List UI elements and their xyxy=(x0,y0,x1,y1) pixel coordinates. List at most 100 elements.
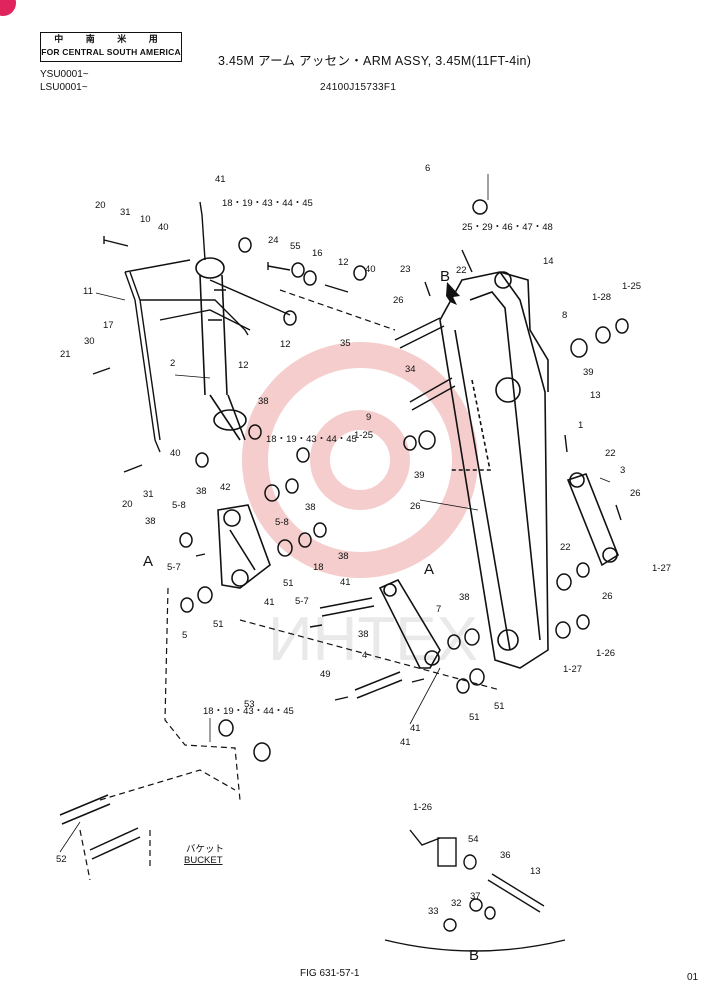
callout-label: 41 xyxy=(410,723,421,734)
direction-arrow-b xyxy=(446,282,460,305)
detail-marker-b: B xyxy=(469,947,479,964)
callout-label: 7 xyxy=(436,604,441,615)
callout-label: 18・19・43・44・45 xyxy=(266,434,357,445)
callout-label: 41 xyxy=(340,577,351,588)
callout-label: 41 xyxy=(400,737,411,748)
arm-body xyxy=(439,271,549,669)
callout-label: 12 xyxy=(238,360,249,371)
detail-b xyxy=(384,829,566,952)
callout-label: 40 xyxy=(365,264,376,275)
link-part-3 xyxy=(566,472,619,567)
callout-label: 1-26 xyxy=(596,648,615,659)
callout-label: 34 xyxy=(405,364,416,375)
callout-label: 53 xyxy=(244,699,255,710)
callout-label: 52 xyxy=(56,854,67,865)
callout-label: 5-8 xyxy=(172,500,186,511)
bucket-label-en: BUCKET xyxy=(184,855,223,866)
callout-label: 22 xyxy=(456,265,467,276)
callout-label: 20 xyxy=(95,200,106,211)
detail-marker-a: A xyxy=(424,561,434,578)
page-title: 3.45M アーム アッセン・ARM ASSY, 3.45M(11FT-4in) xyxy=(218,54,532,68)
pins xyxy=(59,317,456,860)
callout-label: 31 xyxy=(143,489,154,500)
detail-marker-b: B xyxy=(440,268,450,285)
callout-label: 40 xyxy=(158,222,169,233)
callout-label: 22 xyxy=(560,542,571,553)
callout-label: 1-26 xyxy=(413,802,432,813)
callout-label: 38 xyxy=(196,486,207,497)
callout-label: 23 xyxy=(400,264,411,275)
callout-label: 8 xyxy=(562,310,567,321)
callout-label: 31 xyxy=(120,207,131,218)
callout-label: 41 xyxy=(215,174,226,185)
callout-label: 41 xyxy=(264,597,275,608)
callout-label: 26 xyxy=(602,591,613,602)
figure-reference: FIG 631-57-1 xyxy=(300,968,360,979)
callout-label: 18 xyxy=(313,562,324,573)
callout-label: 6 xyxy=(425,163,430,174)
callout-label: 5-7 xyxy=(295,596,309,607)
callout-label: 1-27 xyxy=(563,664,582,675)
callout-label: 30 xyxy=(84,336,95,347)
callout-label: 1-28 xyxy=(592,292,611,303)
callout-label: 11 xyxy=(83,286,93,297)
region-label-jp: 中 南 米 用 xyxy=(54,34,168,44)
callout-label: 1-25 xyxy=(622,281,641,292)
region-label-en: FOR CENTRAL SOUTH AMERICA xyxy=(41,47,181,57)
callout-label: 38 xyxy=(358,629,369,640)
callout-label: 26 xyxy=(630,488,641,499)
callout-label: 17 xyxy=(103,320,114,331)
callout-label: 51 xyxy=(469,712,480,723)
callout-label: 12 xyxy=(338,257,349,268)
callout-label: 54 xyxy=(468,834,479,845)
callout-label: 49 xyxy=(320,669,331,680)
callout-label: 3 xyxy=(620,465,625,476)
link-part-4 xyxy=(378,578,441,669)
callout-label: 40 xyxy=(170,448,181,459)
bucket-outline xyxy=(79,289,501,881)
callout-label: 16 xyxy=(312,248,323,259)
callout-label: 21 xyxy=(60,349,71,360)
callout-label: 18・19・43・44・45 xyxy=(222,198,313,209)
callout-labels: 41 18・19・43・44・45 20 31 10 40 24 55 16 1… xyxy=(56,163,671,917)
leader-lines xyxy=(59,174,611,853)
callout-label: 35 xyxy=(340,338,351,349)
callout-label: 2 xyxy=(170,358,175,369)
link-part-5 xyxy=(217,504,271,589)
page-number: 01 xyxy=(687,972,699,983)
detail-marker-a: A xyxy=(143,553,153,570)
callout-label: 55 xyxy=(290,241,301,252)
bucket-label-jp: バケット xyxy=(186,844,224,855)
callout-label: 36 xyxy=(500,850,511,861)
callout-label: 37 xyxy=(470,891,481,902)
callout-label: 5-8 xyxy=(275,517,289,528)
callout-label: 18・19・43・44・45 xyxy=(203,706,294,717)
watermark-text: ИНТЕХ xyxy=(268,605,478,674)
watermark-logo xyxy=(242,342,478,578)
callout-label: 1 xyxy=(578,420,583,431)
callout-label: 12 xyxy=(280,339,291,350)
callout-label: 24 xyxy=(268,235,279,246)
arm-cylinder xyxy=(195,257,247,441)
callout-label: 10 xyxy=(140,214,151,225)
callout-label: 39 xyxy=(414,470,425,481)
callout-label: 38 xyxy=(338,551,349,562)
callout-label: 39 xyxy=(583,367,594,378)
region-box: 中 南 米 用 FOR CENTRAL SOUTH AMERICA xyxy=(40,32,182,62)
serial-range-2: LSU0001~ xyxy=(40,82,88,93)
callout-label: 38 xyxy=(258,396,269,407)
callout-label: 26 xyxy=(410,501,421,512)
callout-label: 13 xyxy=(590,390,601,401)
callout-label: 51 xyxy=(283,578,294,589)
callout-label: 38 xyxy=(145,516,156,527)
callout-label: 32 xyxy=(451,898,462,909)
callout-label: 42 xyxy=(220,482,231,493)
callout-label: 26 xyxy=(393,295,404,306)
callout-label: 22 xyxy=(605,448,616,459)
callout-label: 13 xyxy=(530,866,541,877)
callout-label: 38 xyxy=(459,592,470,603)
assembly-part-number: 24100J15733F1 xyxy=(320,82,397,93)
callout-label: 5-7 xyxy=(167,562,181,573)
bolts xyxy=(92,201,622,701)
